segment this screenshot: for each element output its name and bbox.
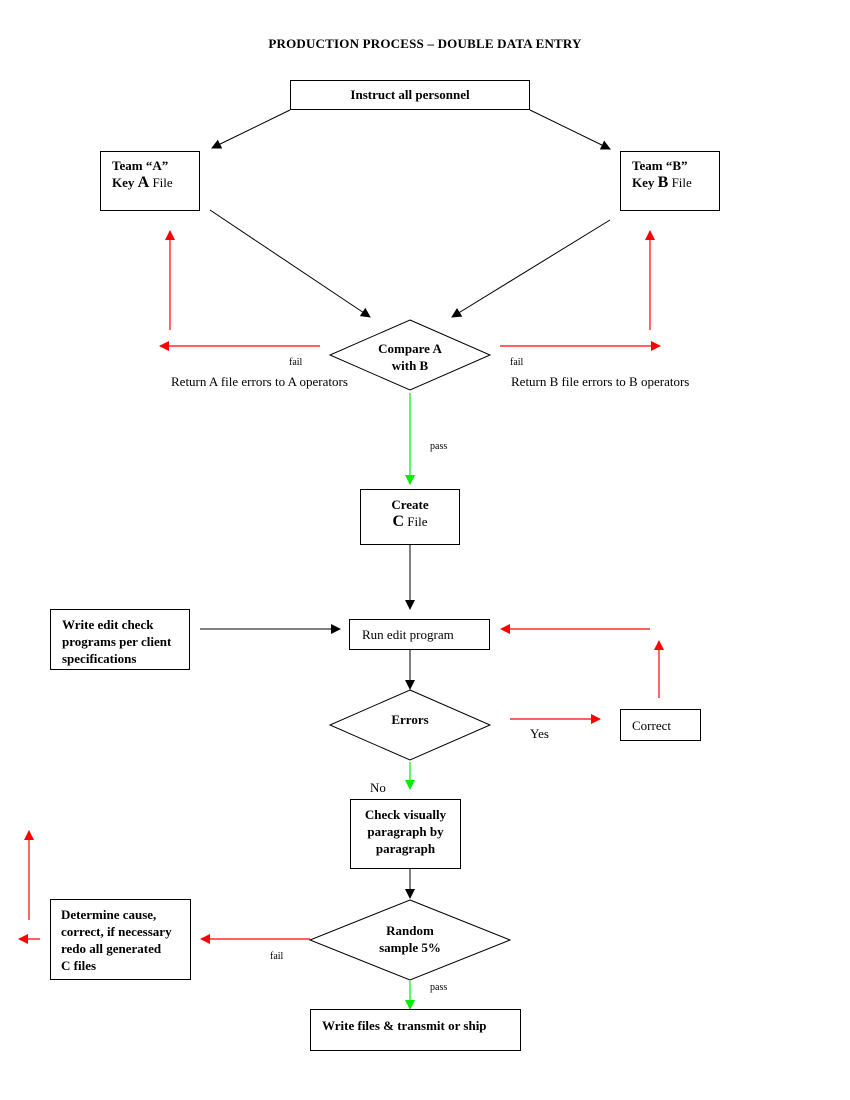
return-b-label: Return B file errors to B operators	[511, 374, 690, 389]
correct-box: Correct	[620, 709, 701, 741]
yes-label: Yes	[530, 726, 549, 741]
pass-random-label: pass	[430, 982, 448, 993]
arrow-team-b-to-compare	[451, 219, 611, 318]
fail-right-label: fail	[510, 357, 524, 368]
pass-compare-label: pass	[430, 441, 448, 452]
team-b-letter: B	[657, 174, 669, 191]
no-label: No	[370, 780, 386, 795]
run-edit-label: Run edit program	[362, 627, 454, 642]
team-a-letter: A	[137, 174, 150, 191]
create-c-box: Create C File	[360, 489, 460, 545]
team-b-title: Team “B”	[632, 158, 688, 173]
return-a-label: Return A file errors to A operators	[171, 374, 348, 389]
create-c-letter: C	[392, 513, 405, 530]
run-edit-box: Run edit program	[349, 619, 490, 650]
fail-left-label: fail	[289, 357, 303, 368]
errors-diamond	[328, 689, 492, 761]
team-a-box: Team “A” Key A File	[100, 151, 200, 211]
correct-label: Correct	[632, 718, 671, 733]
compare-diamond	[328, 319, 492, 391]
arrow-team-a-to-compare	[209, 209, 371, 318]
fail-random-label: fail	[270, 951, 284, 962]
random-diamond	[308, 899, 512, 981]
check-visually-box: Check visually paragraph by paragraph	[350, 799, 461, 869]
instruct-box: Instruct all personnel	[290, 80, 530, 110]
write-files-box: Write files & transmit or ship	[310, 1009, 521, 1051]
arrow-instruct-to-team-a	[211, 109, 291, 149]
determine-box: Determine cause, correct, if necessary r…	[50, 899, 191, 980]
team-b-key-line: Key B File	[632, 174, 692, 191]
errors-text: Errors	[391, 712, 429, 727]
instruct-label: Instruct all personnel	[350, 87, 470, 102]
arrow-instruct-to-team-b	[529, 109, 611, 150]
compare-text: Compare A with B	[378, 341, 442, 373]
team-a-title: Team “A”	[112, 158, 169, 173]
team-a-key-line: Key A File	[112, 174, 173, 191]
write-files-label: Write files & transmit or ship	[322, 1018, 487, 1033]
write-edit-box: Write edit check programs per client spe…	[50, 609, 190, 670]
team-b-box: Team “B” Key B File	[620, 151, 720, 211]
random-text: Random sample 5%	[379, 923, 441, 955]
page-title: PRODUCTION PROCESS – DOUBLE DATA ENTRY	[268, 36, 582, 51]
